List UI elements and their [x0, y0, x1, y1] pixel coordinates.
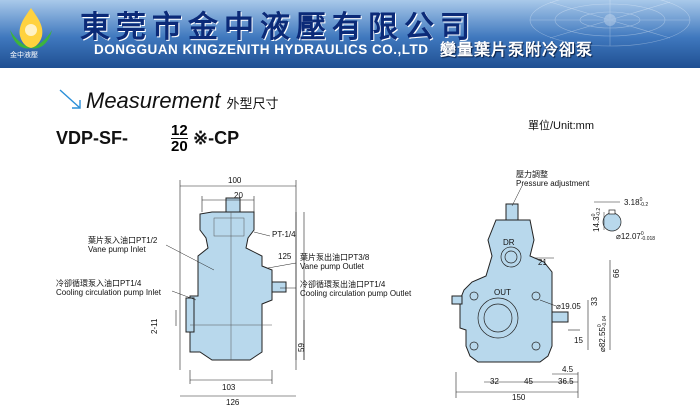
dim-32: 32 — [490, 377, 499, 386]
dim-19-05: ⌀19.05 — [556, 302, 581, 311]
cool-outlet-en: Cooling circulation pump Outlet — [300, 289, 412, 298]
dim-12-07-value: 12.07 — [620, 232, 641, 242]
port-out: OUT — [494, 288, 511, 297]
dim-15: 15 — [574, 336, 583, 345]
pressure-cn: 壓力調整 — [516, 170, 548, 179]
dim-3-18: 3.180-0.2 — [624, 198, 648, 208]
cool-inlet-cn: 冷卻循環泵入油口PT1/4 — [56, 279, 142, 288]
shaft-detail — [602, 209, 622, 232]
vane-outlet-cn: 葉片泵出油口PT3/8 — [300, 253, 370, 262]
cool-outlet-cn: 冷卻循環泵出油口PT1/4 — [300, 280, 386, 289]
dim-4-5: 4.5 — [562, 365, 574, 374]
dim-12-07-tol-top: 0 — [640, 231, 644, 237]
company-name-cn: 東莞市金中液壓有限公司 — [80, 11, 476, 44]
dim-3-18-value: 3.18 — [624, 198, 640, 208]
left-pump-body — [185, 197, 287, 361]
pt-label: PT-1/4 — [272, 230, 296, 239]
model-prefix: VDP-SF- — [56, 128, 128, 148]
product-name: 變量葉片泵附冷卻泵 — [440, 42, 594, 59]
dim-19-05-value: 19.05 — [560, 302, 581, 311]
dim-125: 125 — [278, 252, 292, 261]
model-bottom: 20 — [171, 138, 188, 155]
dim-12-07-tol-bot: -0.018 — [640, 236, 656, 242]
dim-3-18-tol-bot: -0.2 — [639, 202, 649, 208]
model-fraction: 12 20 — [171, 123, 188, 154]
dim-45: 45 — [524, 377, 533, 386]
dim-59: 59 — [297, 343, 306, 352]
dim-2-11: 2-11 — [150, 318, 159, 334]
cool-inlet-label: 冷卻循環泵入油口PT1/4 Cooling circulation pump I… — [56, 279, 161, 297]
header-banner: 金中液壓 東莞市金中液壓有限公司 DONGGUAN KINGZENITH HYD… — [0, 0, 700, 68]
dim-14-3-tol-bot: -0.2 — [596, 207, 602, 217]
dim-14-3: 14.30-0.2 — [591, 207, 602, 232]
model-top: 12 — [171, 122, 188, 139]
dim-21: 21 — [538, 258, 547, 267]
vane-inlet-cn: 葉片泵入油口PT1/2 — [88, 236, 158, 245]
dim-3-18-tol-top: 0 — [639, 197, 643, 203]
model-suffix: ※-CP — [193, 128, 240, 148]
dim-82-55: ⌀82.550-0.04 — [597, 315, 608, 352]
dim-100: 100 — [228, 176, 242, 185]
dim-20: 20 — [234, 191, 243, 200]
dim-66: 66 — [612, 269, 621, 278]
unit-label: 單位/Unit:mm — [528, 120, 594, 132]
logo-caption: 金中液壓 — [10, 52, 38, 59]
title-cn: 外型尺寸 — [226, 96, 279, 111]
dim-82-55-value: 82.55 — [598, 327, 608, 348]
banner-decoration — [529, 0, 691, 47]
cool-outlet-label: 冷卻循環泵出油口PT1/4 Cooling circulation pump O… — [300, 280, 411, 298]
cool-inlet-en: Cooling circulation pump Inlet — [56, 288, 161, 297]
dim-36-5: 36.5 — [558, 377, 574, 386]
vane-outlet-en: Vane pump Outlet — [300, 262, 364, 271]
pressure-en: Pressure adjustment — [516, 179, 590, 188]
title-en: Measurement — [86, 88, 221, 113]
dim-33: 33 — [590, 297, 599, 306]
dim-150: 150 — [512, 393, 526, 402]
company-logo-icon — [10, 8, 52, 49]
dim-103: 103 — [222, 383, 236, 392]
dim-82-55-tol-bot: -0.04 — [602, 315, 608, 328]
dim-12-07: ⌀12.070-0.018 — [616, 231, 656, 242]
dim-14-3-value: 14.3 — [592, 216, 602, 232]
pressure-label: 壓力調整 Pressure adjustment — [516, 170, 589, 188]
vane-inlet-label: 葉片泵入油口PT1/2 Vane pump Inlet — [88, 236, 157, 254]
dim-126: 126 — [226, 398, 240, 407]
right-pump-body — [451, 203, 569, 363]
port-dr: DR — [503, 238, 515, 247]
vane-outlet-label: 葉片泵出油口PT3/8 Vane pump Outlet — [300, 253, 369, 271]
vane-inlet-en: Vane pump Inlet — [88, 245, 146, 254]
company-name-en: DONGGUAN KINGZENITH HYDRAULICS CO.,LTD — [94, 42, 429, 57]
section-title: Measurement 外型尺寸 — [86, 88, 279, 114]
